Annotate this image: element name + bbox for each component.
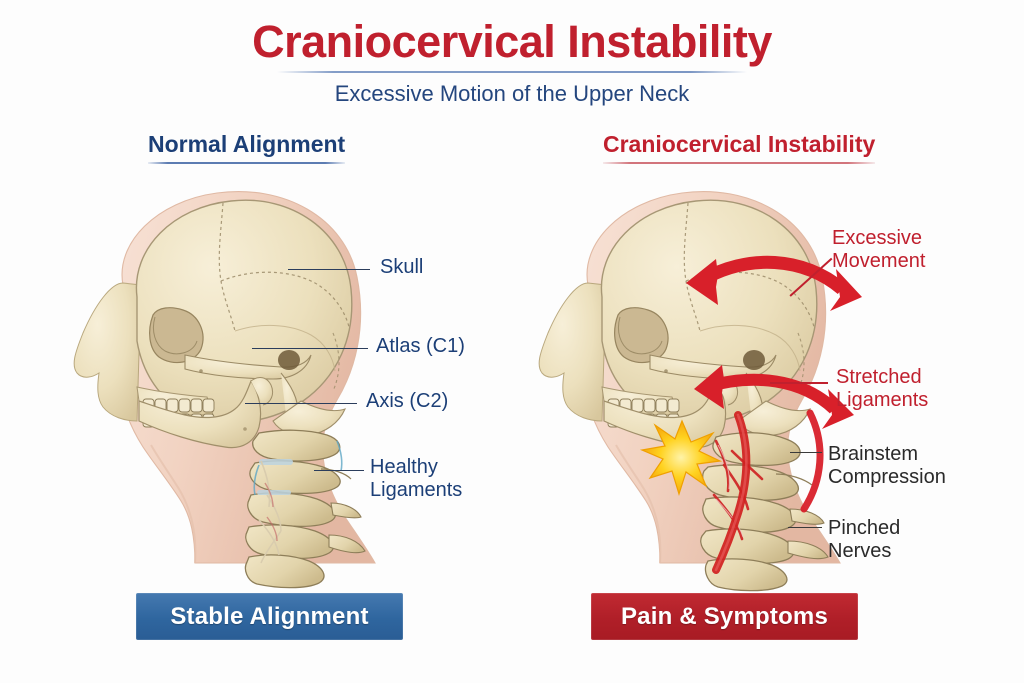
pain-starburst-icon: [639, 419, 723, 497]
healthy-ligaments-left: [258, 460, 282, 564]
face-profile-right: [538, 282, 607, 422]
right-panel-heading: Craniocervical Instability: [603, 131, 876, 164]
leader-line-brainstem-compression: [790, 452, 822, 454]
page-title: Craniocervical Instability: [252, 16, 772, 67]
mandible-left: [138, 377, 274, 449]
left-panel-heading-text: Normal Alignment: [148, 131, 346, 157]
left-heading-divider: [148, 162, 346, 164]
excessive-movement-arrow: [686, 255, 862, 311]
zygomatic-arch-left: [184, 354, 312, 380]
leader-line-pinched-nerves: [788, 527, 822, 529]
pain-symptoms-banner-label: Pain & Symptoms: [620, 602, 829, 630]
ligament-accents-left: [264, 482, 278, 542]
leader-line-skull: [288, 269, 370, 271]
rotation-arc-right: [800, 409, 824, 513]
label-pinched-nerves: Pinched Nerves: [828, 517, 901, 562]
label-stretched-ligaments: Stretched Ligaments: [836, 366, 929, 411]
pain-symptoms-banner[interactable]: Pain & Symptoms: [591, 593, 858, 640]
axis-c2-left: [249, 460, 352, 495]
label-atlas-c1: Atlas (C1): [376, 335, 465, 357]
right-heading-divider: [603, 162, 876, 164]
spinous-processes-right: [787, 508, 829, 560]
label-excessive-movement: Excessive Movement: [832, 227, 926, 272]
page-subtitle: Excessive Motion of the Upper Neck: [334, 81, 690, 107]
occiput-right: [737, 400, 811, 436]
right-panel-heading-text: Craniocervical Instability: [603, 131, 876, 157]
stable-alignment-banner[interactable]: Stable Alignment: [136, 593, 403, 640]
atlas-c1-displaced-right: [712, 432, 801, 467]
stable-alignment-banner-label: Stable Alignment: [170, 602, 369, 630]
leader-line-atlas: [252, 348, 368, 350]
label-skull: Skull: [380, 256, 424, 278]
craniocervical-instability-illustration: [510, 165, 930, 592]
secondary-movement-arrow: [694, 365, 854, 429]
cervical-vertebrae-right: [700, 496, 797, 592]
label-healthy-ligaments: Healthy Ligaments: [370, 456, 463, 501]
header: Craniocervical Instability Excessive Mot…: [0, 18, 1024, 107]
orbit-right: [614, 307, 669, 364]
atlas-c1-left: [252, 429, 341, 462]
vascular-accents-left: [253, 440, 343, 496]
label-brainstem-compression: Brainstem Compression: [828, 443, 946, 488]
orbit-left: [149, 307, 204, 364]
leader-line-axis: [245, 403, 357, 405]
label-axis-c2: Axis (C2): [366, 390, 449, 412]
cervical-vertebrae-left: [244, 492, 336, 589]
intervertebral-discs-left: [257, 459, 293, 495]
title-divider: [277, 71, 747, 74]
normal-alignment-illustration: [45, 165, 465, 589]
face-profile-left: [73, 282, 142, 422]
spinal-cord-compression-right: [712, 411, 751, 574]
spinous-processes-left: [328, 502, 366, 554]
leader-line-stretched-ligaments: [770, 382, 828, 384]
leader-line-healthy-ligaments: [314, 470, 364, 472]
zygomatic-arch-right: [649, 354, 777, 380]
left-panel-heading: Normal Alignment: [148, 131, 346, 164]
